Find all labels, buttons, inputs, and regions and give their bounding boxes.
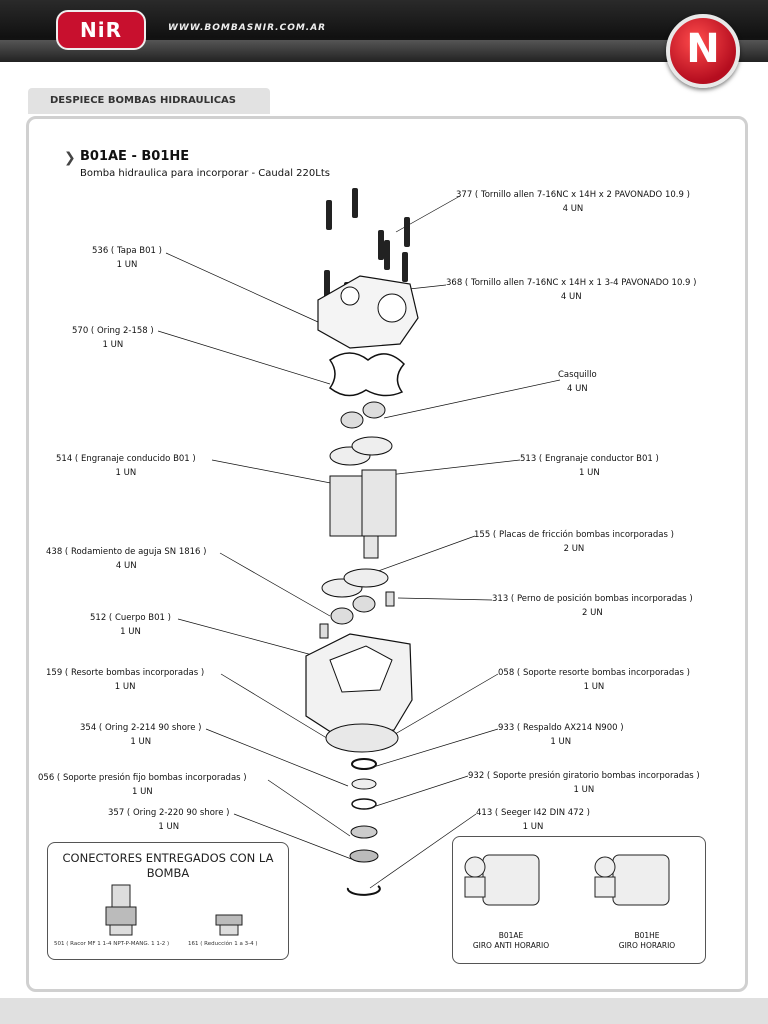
section-tab: DESPIECE BOMBAS HIDRAULICAS [28, 88, 270, 114]
n-badge-icon: N [666, 14, 740, 88]
exploded-diagram [157, 188, 561, 896]
product-title: B01AE - B01HE [80, 149, 190, 164]
website-link[interactable]: WWW.BOMBASNIR.COM.AR [168, 23, 327, 33]
label-377: 377 ( Tornillo allen 7-16NC x 14H x 2 PA… [456, 190, 690, 214]
label-536: 536 ( Tapa B01 )1 UN [92, 246, 162, 270]
label-357: 357 ( Oring 2-220 90 shore )1 UN [108, 808, 230, 832]
nir-logo[interactable]: NiR [56, 10, 146, 50]
label-438: 438 ( Rodamiento de aguja SN 1816 )4 UN [46, 547, 207, 571]
badge-letter: N [686, 26, 720, 72]
driven-gear [329, 475, 365, 537]
label-354: 354 ( Oring 2-214 90 shore )1 UN [80, 723, 202, 747]
drive-gear [361, 469, 397, 537]
page-footer [0, 998, 768, 1024]
product-subtitle: Bomba hidraulica para incorporar - Cauda… [80, 168, 330, 179]
chevron-right-icon: ❯ [64, 150, 76, 166]
label-512: 512 ( Cuerpo B01 )1 UN [90, 613, 171, 637]
logo-text: NiR [80, 18, 122, 42]
connector-racor-label: 501 ( Racor MF 1 1-4 NPT-P-MANG. 1 1-2 ) [54, 941, 170, 947]
site-header: NiR WWW.BOMBASNIR.COM.AR [0, 0, 768, 62]
label-313: 313 ( Perno de posición bombas incorpora… [492, 594, 693, 618]
label-058: 058 ( Soporte resorte bombas incorporada… [498, 668, 690, 692]
header-shine [0, 40, 768, 62]
label-155: 155 ( Placas de fricción bombas incorpor… [474, 530, 674, 554]
label-513: 513 ( Engranaje conductor B01 )1 UN [520, 454, 659, 478]
connectors-drawing [105, 884, 243, 936]
connectors-box: CONECTORES ENTREGADOS CON LA BOMBA 501 (… [47, 842, 289, 960]
label-368: 368 ( Tornillo allen 7-16NC x 14H x 1 3-… [446, 278, 697, 302]
models-drawing [464, 854, 670, 906]
label-514: 514 ( Engranaje conducido B01 )1 UN [56, 454, 196, 478]
oring-shape [328, 352, 406, 397]
label-570: 570 ( Oring 2-158 )1 UN [72, 326, 154, 350]
label-413: 413 ( Seeger I42 DIN 472 )1 UN [476, 808, 590, 832]
section-tab-label: DESPIECE BOMBAS HIDRAULICAS [50, 95, 237, 106]
label-932: 932 ( Soporte presión giratorio bombas i… [468, 771, 700, 795]
connector-reduccion-label: 161 ( Reducción 1 a 3-4 ) [188, 941, 258, 947]
label-933: 933 ( Respaldo AX214 N900 )1 UN [498, 723, 624, 747]
label-159: 159 ( Resorte bombas incorporadas )1 UN [46, 668, 205, 692]
label-056: 056 ( Soporte presión fijo bombas incorp… [38, 773, 247, 797]
connectors-title: CONECTORES ENTREGADOS CON LA BOMBA [62, 851, 274, 880]
